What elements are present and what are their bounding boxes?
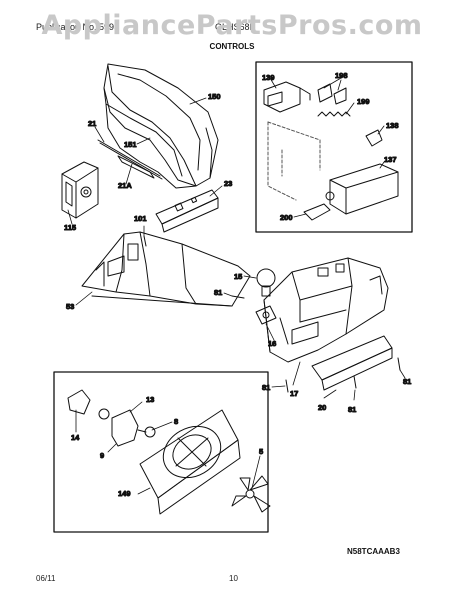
inset-box-damper	[255, 61, 413, 233]
model-number: GLHS68E	[215, 22, 256, 32]
part-label-9: 9	[100, 451, 104, 460]
part-label-138: 138	[386, 121, 399, 130]
part-label-115: 115	[64, 223, 76, 232]
inset-box-fan	[53, 371, 269, 533]
damper-door-part	[303, 203, 331, 221]
part-label-149: 149	[118, 489, 131, 498]
part-label-150: 150	[208, 92, 221, 101]
control-box-part	[61, 161, 99, 219]
damper-frame-dashed	[267, 121, 321, 201]
watermark: AppliancePartsPros.com	[41, 10, 423, 41]
fan-blade-part	[231, 475, 271, 513]
footer-date: 06/11	[36, 574, 56, 583]
damper-motor-part	[263, 81, 311, 113]
damper-housing-part	[325, 163, 399, 215]
light-socket-part	[255, 305, 277, 325]
part-label-15: 15	[234, 272, 242, 281]
part-label-13: 13	[146, 395, 154, 404]
fan-bracket-part	[67, 389, 91, 415]
part-label-101: 101	[134, 214, 147, 223]
part-label-53: 53	[66, 302, 74, 311]
part-label-81-middle: 81	[348, 405, 356, 414]
control-housing-part	[81, 231, 251, 307]
part-label-21: 21	[88, 119, 96, 128]
part-label-16: 16	[268, 339, 276, 348]
part-label-199: 199	[357, 97, 370, 106]
main-control-housing-part	[263, 257, 389, 363]
leader-lines	[67, 77, 406, 495]
part-label-151: 151	[124, 140, 137, 149]
fan-shroud-part	[139, 409, 241, 515]
front-panel-part	[311, 335, 393, 391]
part-label-198: 198	[335, 71, 348, 80]
part-label-81-right: 81	[403, 377, 411, 386]
part-label-17: 17	[290, 389, 298, 398]
part-label-8: 8	[174, 417, 178, 426]
fan-motor-part	[98, 408, 156, 447]
publication-number: Publication No. 5995	[36, 22, 120, 32]
part-label-14: 14	[71, 433, 80, 442]
part-label-200: 200	[280, 213, 293, 222]
part-label-81-upper: 81	[214, 288, 222, 297]
part-label-5: 5	[259, 447, 263, 456]
part-label-137: 137	[384, 155, 397, 164]
light-bulb-part	[256, 268, 276, 297]
page-title: CONTROLS	[209, 42, 255, 51]
screw-parts	[143, 235, 401, 393]
air-duct-part	[103, 63, 219, 189]
damper-bracket-part	[317, 83, 347, 105]
thermistor-wire-part	[97, 139, 163, 180]
part-label-20: 20	[318, 403, 326, 412]
diagram-code: N58TCAAAB3	[347, 547, 400, 556]
part-label-23: 23	[224, 179, 232, 188]
part-label-21a: 21A	[118, 181, 132, 190]
control-board-part	[155, 189, 219, 233]
damper-clip-part	[365, 129, 383, 147]
damper-spring-part	[317, 111, 351, 117]
part-label-139: 139	[262, 73, 275, 82]
part-label-81-left: 81	[262, 383, 270, 392]
footer-page-number: 10	[229, 574, 238, 583]
